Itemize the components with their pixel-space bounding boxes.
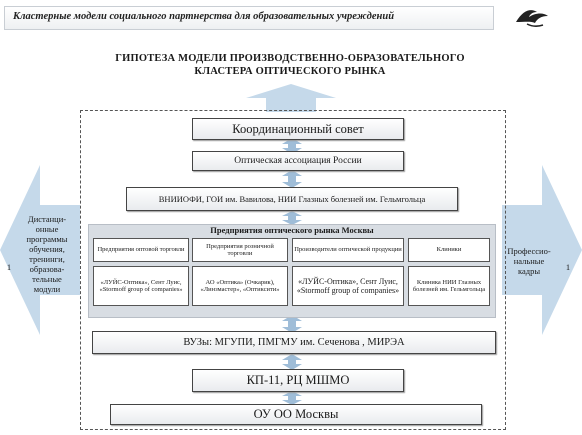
connector-arrow-icon (282, 391, 302, 405)
category-label: Предприятия оптовой торговли (97, 246, 185, 254)
category-label: Производители оптической продукции (294, 246, 402, 254)
category-label: Клиники (436, 246, 462, 254)
enterprises-title: Предприятия оптического рынка Москвы (210, 225, 374, 235)
right-arrow-icon (502, 165, 582, 335)
slide-title-bar: Кластерные модели социального партнерств… (4, 6, 494, 30)
members-wholesale: «ЛУЙС-Оптика», Сент Луис, «Stormoff grou… (93, 266, 189, 306)
up-arrow-icon (246, 84, 336, 112)
optical-association-box: Оптическая ассоциация России (192, 151, 404, 171)
universities-box: ВУЗы: МГУПИ, ПМГМУ им. Сеченова , МИРЭА (92, 331, 496, 354)
members-label: «ЛУЙС-Оптика», Сент Луис, «Stormoff grou… (296, 277, 400, 295)
coordination-council-box: Координационный совет (192, 118, 404, 140)
optical-association-label: Оптическая ассоциация России (234, 156, 362, 166)
coordination-council-label: Координационный совет (232, 121, 364, 136)
bird-logo-icon (513, 2, 551, 30)
connector-arrow-icon (282, 211, 302, 225)
left-arrow-text: Дистанци-онные программы обучения, трени… (26, 214, 68, 294)
kp11-box: КП-11, РЦ МШМО (192, 369, 404, 392)
connector-arrow-icon (282, 170, 302, 188)
cluster-boundary (80, 110, 506, 430)
schools-box: ОУ ОО Москвы (110, 404, 482, 425)
category-retail: Предприятия розничной торговли (192, 238, 288, 262)
diagram-heading: ГИПОТЕЗА МОДЕЛИ ПРОИЗВОДСТВЕННО-ОБРАЗОВА… (60, 52, 520, 78)
left-arrow-icon (0, 165, 80, 335)
slide-title: Кластерные модели социального партнерств… (13, 11, 395, 22)
research-institutes-box: ВНИИОФИ, ГОИ им. Вавилова, НИИ Глазных б… (126, 187, 458, 211)
right-arrow-text: Профессио-нальные кадры (507, 246, 551, 276)
members-label: «ЛУЙС-Оптика», Сент Луис, «Stormoff grou… (99, 278, 183, 294)
connector-arrow-icon (282, 354, 302, 370)
left-arrow-number: 1 (6, 262, 12, 272)
kp11-label: КП-11, РЦ МШМО (246, 373, 350, 387)
members-manufacturers: «ЛУЙС-Оптика», Сент Луис, «Stormoff grou… (292, 266, 404, 306)
diagram-heading-line2: КЛАСТЕРА ОПТИЧЕСКОГО РЫНКА (194, 66, 386, 77)
schools-label: ОУ ОО Москвы (253, 407, 339, 421)
category-manufacturers: Производители оптической продукции (292, 238, 404, 262)
universities-label: ВУЗы: МГУПИ, ПМГМУ им. Сеченова , МИРЭА (183, 337, 405, 348)
right-arrow-number: 1 (565, 262, 571, 272)
diagram-heading-line1: ГИПОТЕЗА МОДЕЛИ ПРОИЗВОДСТВЕННО-ОБРАЗОВА… (115, 53, 465, 64)
members-label: Клиника НИИ Глазных болезней им. Гельмго… (412, 278, 486, 294)
connector-arrow-icon (282, 315, 302, 333)
members-retail: АО «Оптика» (Очкарик), «Линзмастер», «Оп… (192, 266, 288, 306)
connector-arrow-icon (282, 138, 302, 154)
category-wholesale: Предприятия оптовой торговли (93, 238, 189, 262)
members-clinics: Клиника НИИ Глазных болезней им. Гельмго… (408, 266, 490, 306)
category-clinics: Клиники (408, 238, 490, 262)
category-label: Предприятия розничной торговли (206, 242, 274, 258)
members-label: АО «Оптика» (Очкарик), «Линзмастер», «Оп… (200, 278, 280, 294)
research-institutes-label: ВНИИОФИ, ГОИ им. Вавилова, НИИ Глазных б… (158, 194, 426, 204)
